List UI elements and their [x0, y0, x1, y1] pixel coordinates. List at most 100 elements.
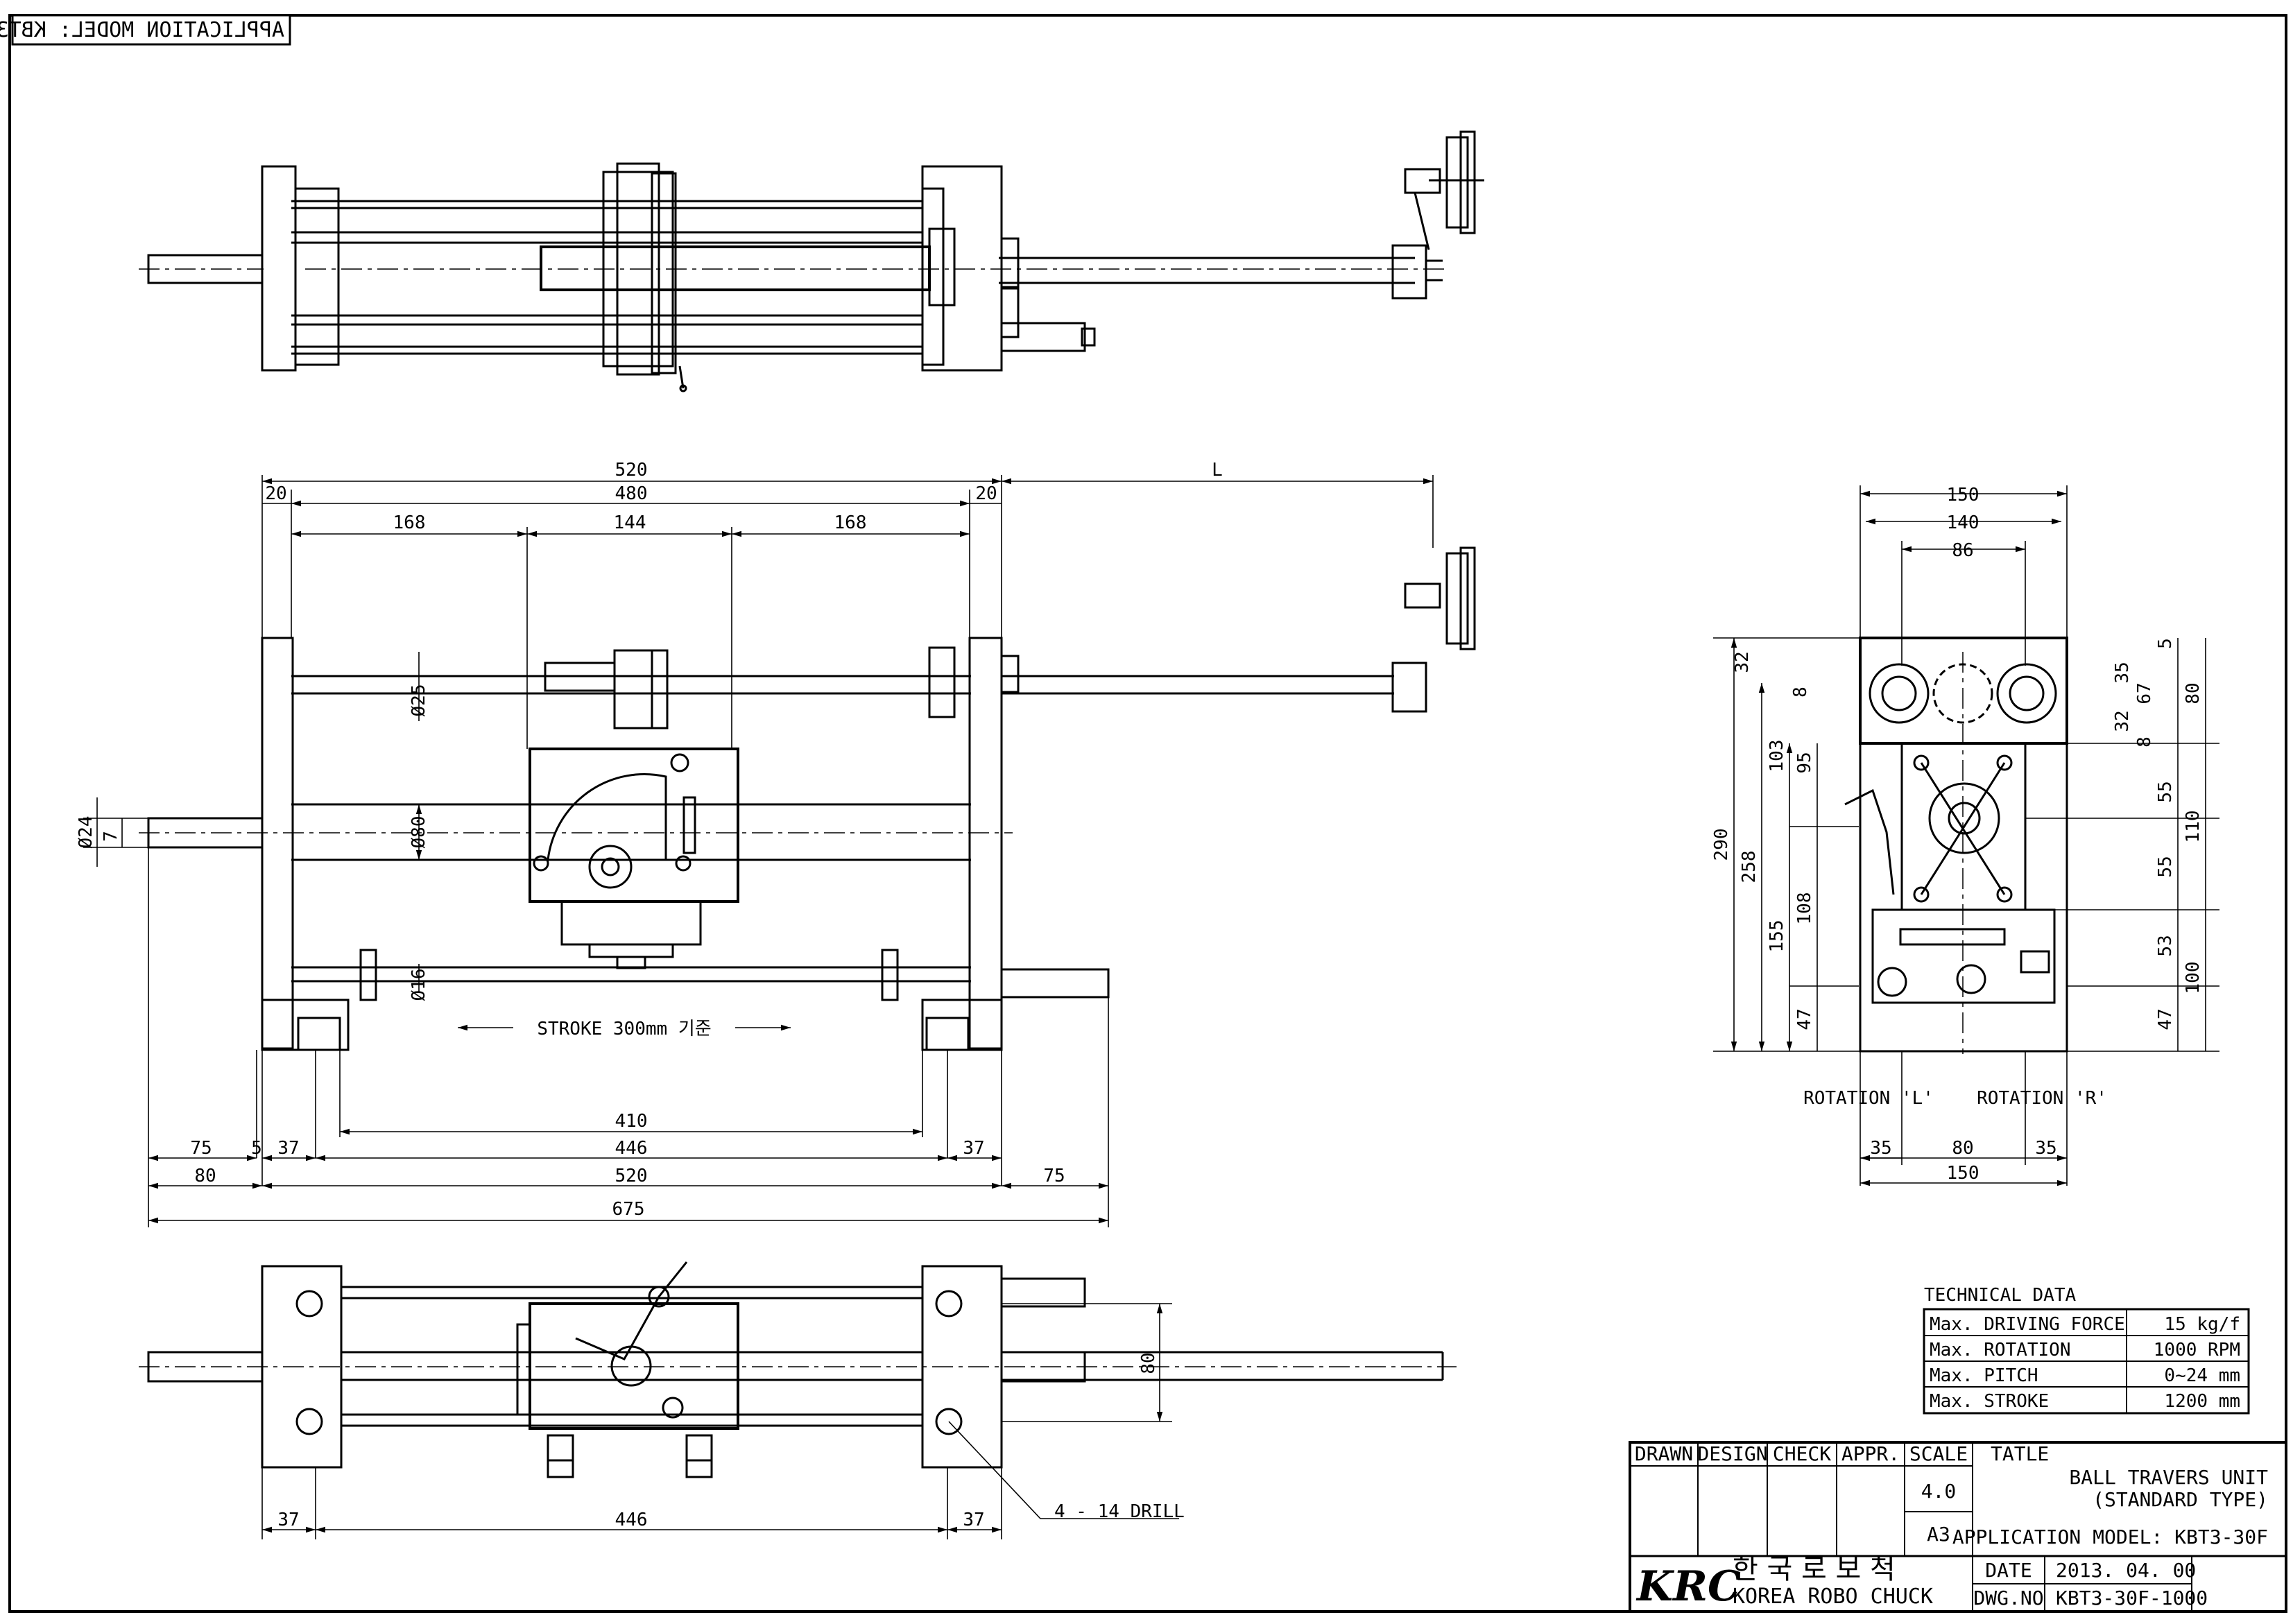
side-dim-55-b: 55 — [2155, 856, 2176, 877]
header-label: APPLICATION MODEL: KBT3-30F — [0, 14, 291, 46]
tech-value: 0~24 mm — [2164, 1365, 2240, 1386]
dim-75-left: 75 — [190, 1138, 212, 1159]
side-view — [1844, 637, 2068, 1054]
tech-value: 1000 RPM — [2154, 1340, 2240, 1360]
dim-168-left: 168 — [393, 512, 426, 533]
date-value: 2013. 04. 00 — [2056, 1559, 2196, 1582]
header-drawn: DRAWN — [1635, 1442, 1693, 1465]
side-dim-110: 110 — [2183, 811, 2204, 843]
header-design: DESIGN — [1697, 1442, 1767, 1465]
tech-row: Max. STROKE 1200 mm — [1930, 1391, 2240, 1412]
side-dim-103: 103 — [1767, 740, 1787, 772]
dim-144: 144 — [614, 512, 646, 533]
side-dim-150-bottom: 150 — [1947, 1163, 1979, 1184]
application-model-mirrored-text: APPLICATION MODEL: KBT3-30F — [0, 18, 284, 42]
dwg-value: KBT3-30F-1000 — [2056, 1587, 2208, 1609]
drawing-border — [8, 14, 2287, 1613]
application-model: APPLICATION MODEL: KBT3-30F — [1952, 1526, 2268, 1548]
bottom-dim-446: 446 — [615, 1510, 648, 1530]
dim-L: L — [1212, 460, 1223, 481]
side-dim-150-top: 150 — [1947, 485, 1979, 506]
side-dim-5: 5 — [2155, 638, 2176, 649]
side-dim-290: 290 — [1711, 829, 1732, 861]
company-english: KOREA ROBO CHUCK — [1733, 1584, 1933, 1609]
side-dim-86: 86 — [1952, 540, 1973, 561]
dia-16-label: Ø16 — [409, 969, 429, 1001]
tech-row: Max. ROTATION 1000 RPM — [1930, 1340, 2240, 1360]
dim-5: 5 — [251, 1138, 262, 1159]
front-view — [139, 546, 1476, 1051]
dim-75-right: 75 — [1043, 1166, 1065, 1186]
side-dim-80-bottom: 80 — [1952, 1138, 1973, 1159]
bottom-view-dimensions — [261, 1303, 1179, 1539]
side-dim-8-left: 8 — [1790, 686, 1811, 698]
side-dim-35-left: 35 — [1870, 1138, 1891, 1159]
side-dim-140: 140 — [1947, 512, 1979, 533]
front-view-dimension-labels: 520 480 20 20 168 144 168 L Ø25 Ø80 Ø16 … — [76, 460, 1223, 1220]
dim-80: 80 — [194, 1166, 216, 1186]
side-dim-47-left: 47 — [1794, 1008, 1815, 1030]
scale-value: 4.0 — [1921, 1480, 1957, 1503]
header-scale: SCALE — [1909, 1442, 1968, 1465]
title-block-text: DRAWN DESIGN CHECK APPR. SCALE 4.0 A3 TA… — [1635, 1442, 2268, 1611]
dim-37-left: 37 — [277, 1138, 299, 1159]
title-block — [1629, 1441, 2287, 1613]
dim-410: 410 — [615, 1111, 648, 1132]
side-dim-47-right: 47 — [2155, 1008, 2176, 1030]
dia-25-label: Ø25 — [409, 684, 429, 717]
side-dim-155: 155 — [1767, 920, 1787, 953]
side-dim-32-right: 32 — [2112, 710, 2133, 732]
side-dim-108: 108 — [1794, 892, 1815, 925]
side-dim-35: 35 — [2112, 662, 2133, 683]
dim-520-bottom: 520 — [615, 1166, 648, 1186]
dim-20-right: 20 — [975, 483, 997, 504]
tech-label: Max. STROKE — [1930, 1391, 2049, 1412]
dim-37-right: 37 — [963, 1138, 984, 1159]
stroke-label: STROKE 300mm 기준 — [537, 1019, 711, 1039]
tatle-label: TATLE — [1991, 1442, 2049, 1465]
dwg-label: DWG.NO — [1973, 1587, 2043, 1609]
tech-label: Max. DRIVING FORCE — [1930, 1314, 2125, 1335]
side-dim-55-a: 55 — [2155, 781, 2176, 802]
side-dim-67: 67 — [2134, 682, 2155, 704]
paper-size: A3 — [1927, 1523, 1950, 1546]
dia-24-label: Ø24 — [76, 816, 96, 849]
bottom-view — [139, 1261, 1457, 1478]
bottom-dim-80: 80 — [1138, 1352, 1159, 1374]
dim-520-top: 520 — [615, 460, 648, 481]
title-line2: (STANDARD TYPE) — [2093, 1488, 2268, 1511]
side-dim-32-left: 32 — [1732, 651, 1753, 673]
tech-value: 1200 mm — [2164, 1391, 2240, 1412]
technical-data-table: TECHNICAL DATA Max. DRIVING FORCE 15 kg/… — [1923, 1285, 2250, 1415]
dia-80-label: Ø80 — [409, 816, 429, 849]
date-label: DATE — [1985, 1559, 2032, 1582]
key-7-label: 7 — [101, 831, 121, 842]
dim-168-right: 168 — [834, 512, 867, 533]
bottom-dim-37-right: 37 — [963, 1510, 984, 1530]
top-view — [139, 130, 1484, 392]
tech-label: Max. ROTATION — [1930, 1340, 2071, 1360]
dim-446: 446 — [615, 1138, 648, 1159]
rotation-left-label: ROTATION 'L' — [1803, 1088, 1934, 1109]
front-view-dimensions — [83, 475, 1434, 1227]
dim-675: 675 — [612, 1199, 645, 1220]
title-line1: BALL TRAVERS UNIT — [2069, 1466, 2268, 1489]
bottom-view-dimension-labels: 80 37 446 37 4 - 14 DRILL — [277, 1352, 1185, 1530]
company-korean: 한 국 로 보 척 — [1733, 1553, 1896, 1585]
dim-20-left: 20 — [265, 483, 286, 504]
side-dim-100: 100 — [2183, 962, 2204, 994]
header-appr: APPR. — [1841, 1442, 1900, 1465]
technical-data-title: TECHNICAL DATA — [1924, 1285, 2076, 1306]
tech-label: Max. PITCH — [1930, 1365, 2038, 1386]
tech-row: Max. DRIVING FORCE 15 kg/f — [1930, 1314, 2240, 1335]
side-dim-258: 258 — [1739, 851, 1760, 883]
side-dim-35-right: 35 — [2035, 1138, 2056, 1159]
side-view-dimensions — [1713, 485, 2219, 1186]
bottom-dim-37-left: 37 — [277, 1510, 299, 1530]
side-dim-53: 53 — [2155, 935, 2176, 956]
side-dim-80: 80 — [2183, 682, 2204, 704]
side-dim-8-right: 8 — [2134, 736, 2155, 748]
tech-value: 15 kg/f — [2164, 1314, 2240, 1335]
